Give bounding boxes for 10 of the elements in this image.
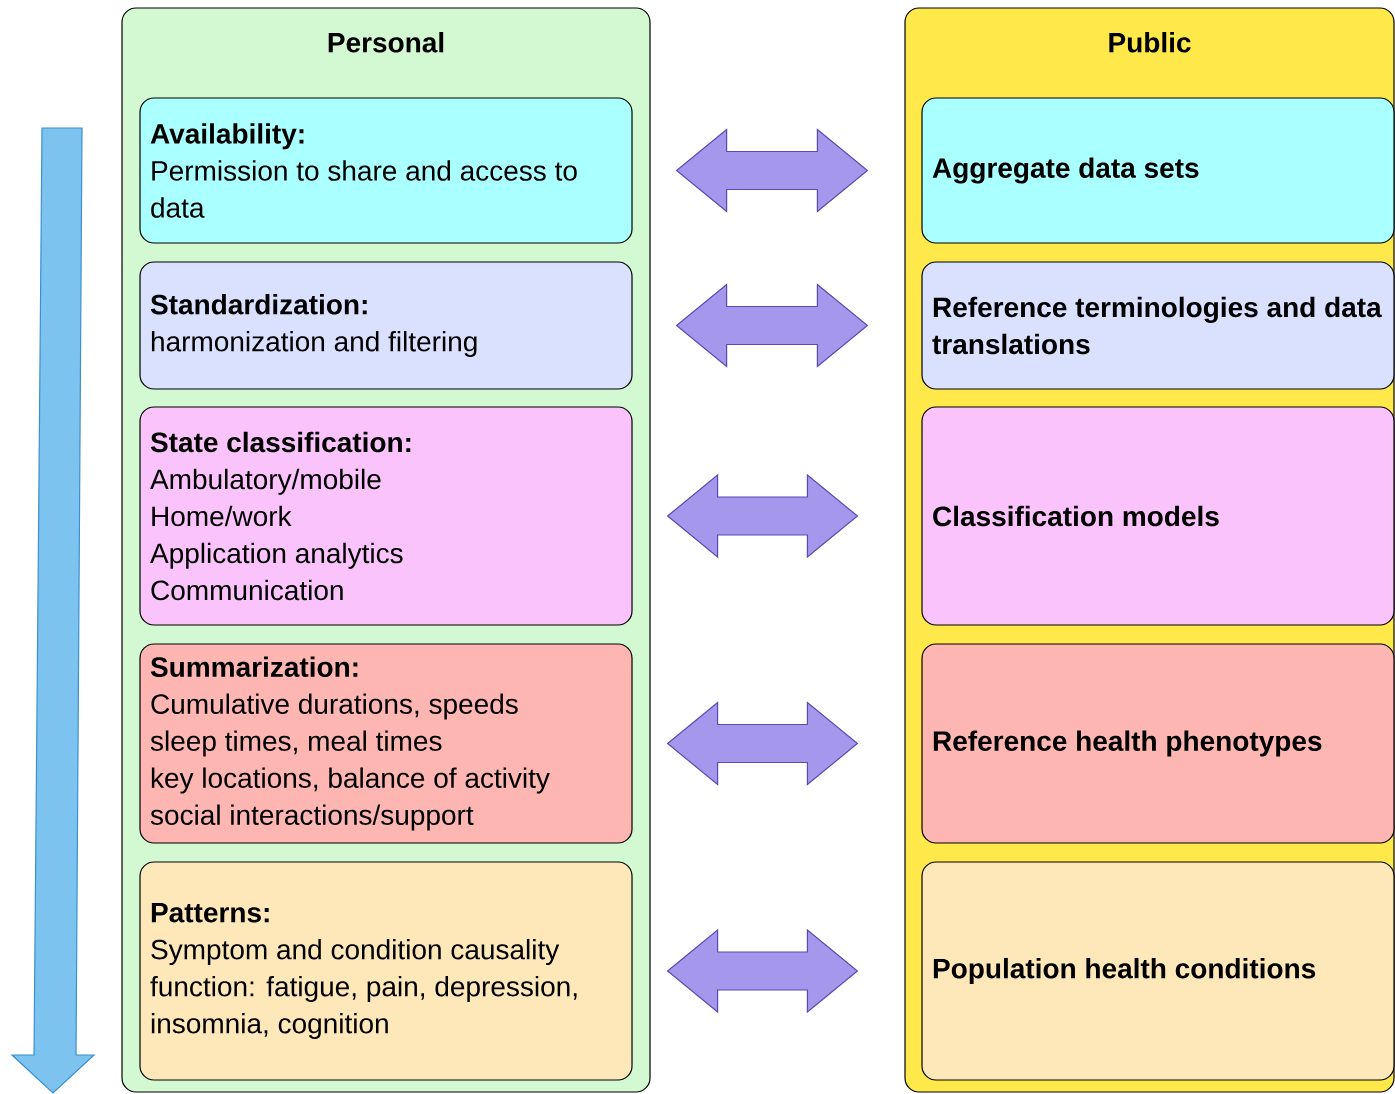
text-box: Reference terminologies and data translations: [921, 261, 1395, 390]
text-box: Population health conditions: [921, 861, 1395, 1081]
text-box: Patterns: Symptom and condition causality function: fatigue, pain, depression, insomnia, cognition: [139, 861, 633, 1081]
text-box: Aggregate data sets: [921, 97, 1395, 244]
text-box: Classification models: [921, 406, 1395, 626]
text-box: Availability: Permission to share and access to data: [139, 97, 633, 244]
text-box: Summarization: Cumulative durations, speeds sleep times, meal times key locations, balance of activity social interactions/support: [139, 643, 633, 844]
text-box: State classification: Ambulatory/mobile Home/work Application analytics Communication: [139, 406, 633, 626]
text-box: Standardization: harmonization and filtering: [139, 261, 633, 390]
text-box: Reference health phenotypes: [921, 643, 1395, 844]
